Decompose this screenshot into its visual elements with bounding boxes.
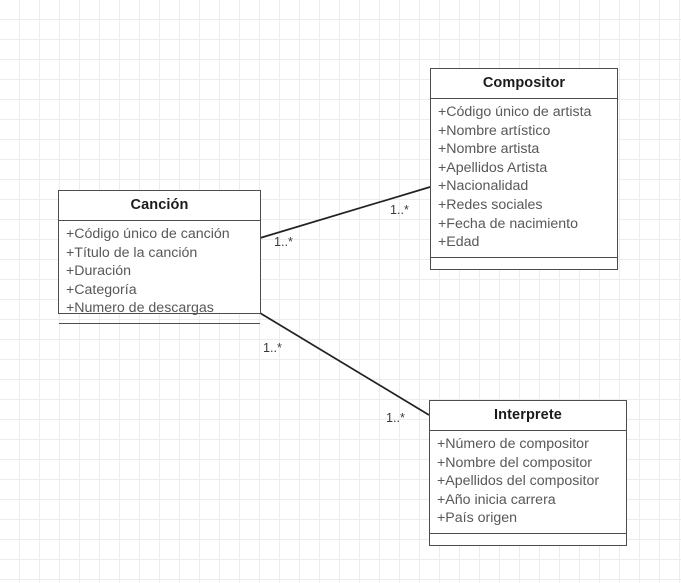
- class-title-compositor: Compositor: [431, 69, 617, 99]
- class-attribute: +Categoría: [66, 281, 137, 298]
- class-attribute: +Nombre artístico: [438, 122, 551, 139]
- class-methods-interprete: [430, 534, 626, 548]
- class-attribute: +Nombre artista: [438, 141, 540, 158]
- class-attribute: +Duración: [66, 263, 132, 280]
- class-attribute: +Apellidos Artista: [438, 159, 548, 176]
- class-box-compositor[interactable]: Compositor +Código único de artista +Nombr…: [430, 68, 618, 270]
- multiplicity-label-cancion-compositor-source: 1..*: [274, 235, 293, 249]
- class-attribute: +Nombre del compositor: [437, 454, 592, 471]
- class-title-interprete: Interprete: [430, 401, 626, 431]
- class-attribute: +Fecha de nacimiento: [438, 215, 578, 232]
- class-attribute: +Nacionalidad: [438, 178, 529, 195]
- class-attribute: +Número de compositor: [437, 436, 589, 452]
- class-attribute: +Título de la canción: [66, 244, 198, 261]
- class-methods-cancion: [59, 324, 260, 338]
- class-attribute: +Apellidos del compositor: [437, 473, 600, 490]
- class-attribute: +Año inicia carrera: [437, 491, 556, 508]
- class-attribute: +Edad: [438, 234, 480, 251]
- class-attribute: +País origen: [437, 510, 518, 527]
- class-attributes-compositor: +Código único de artista +Nombre artístic…: [431, 99, 617, 258]
- class-methods-compositor: [431, 258, 617, 272]
- class-attribute: +Código único de canción: [66, 226, 230, 242]
- multiplicity-label-cancion-compositor-target: 1..*: [390, 203, 409, 217]
- association-line-cancion-interprete: [259, 312, 430, 416]
- class-attribute: +Redes sociales: [438, 196, 543, 213]
- multiplicity-label-cancion-interprete-target: 1..*: [386, 411, 405, 425]
- class-box-interprete[interactable]: Interprete +Número de compositor +Nombre d…: [429, 400, 627, 546]
- multiplicity-label-cancion-interprete-source: 1..*: [263, 341, 282, 355]
- class-title-cancion: Canción: [59, 191, 260, 221]
- class-attribute: +Código único de artista: [438, 104, 592, 120]
- class-box-cancion[interactable]: Canción +Código único de canción +Título d…: [58, 190, 261, 324]
- class-attributes-interprete: +Número de compositor +Nombre del composi…: [430, 431, 626, 534]
- class-attributes-cancion: +Código único de canción +Título de la ca…: [59, 221, 260, 324]
- class-attribute: +Numero de descargas: [66, 300, 214, 317]
